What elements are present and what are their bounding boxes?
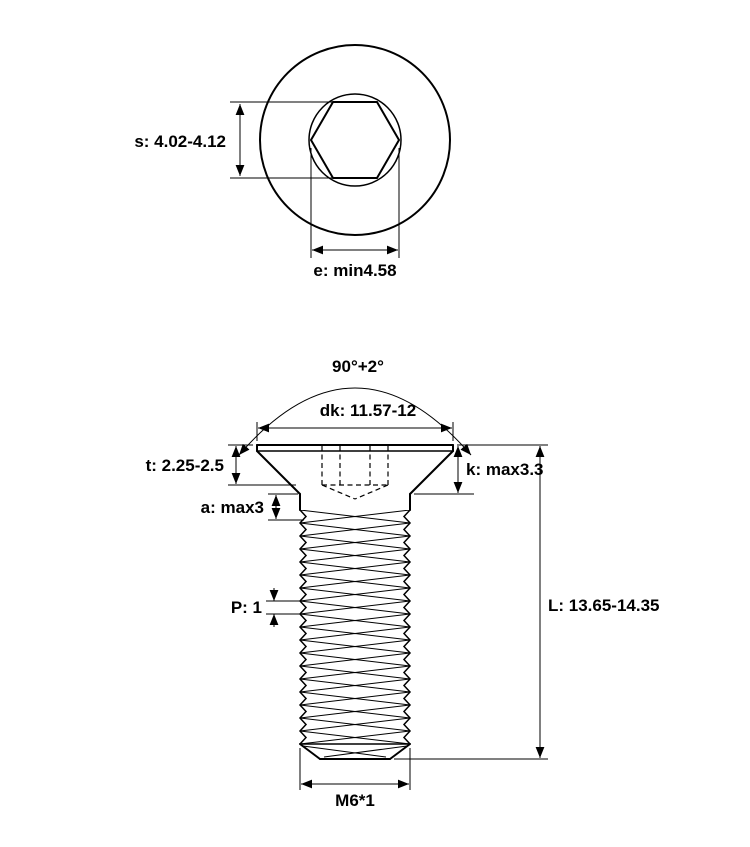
thread-designation-label: M6*1 [335,791,375,810]
l-dimension-label: L: 13.65-14.35 [548,596,660,615]
p-dimension-label: P: 1 [231,598,262,617]
side-view: 90°+2° dk: 11.57-12 t: 2.25-2.5 k: max3.… [146,357,660,810]
threaded-shank [298,509,412,760]
tip-thread-line [302,745,387,758]
thread-right-profile [402,509,412,745]
e-dimension-label: e: min4.58 [313,261,396,280]
top-view: s: 4.02-4.12 e: min4.58 [134,44,451,280]
countersink-right-edge [409,450,454,495]
l-dimension: L: 13.65-14.35 [394,444,660,760]
socket-drill-point [354,484,389,500]
hex-socket-hidden-lines [321,446,389,500]
angle-label: 90°+2° [332,357,384,376]
p-dimension: P: 1 [231,588,302,627]
a-dimension-label: a: max3 [201,498,264,517]
s-dimension-label: s: 4.02-4.12 [134,132,226,151]
thread-lattice [300,510,410,744]
e-dimension: e: min4.58 [310,148,400,280]
hex-socket-outline [309,101,401,179]
socket-drill-point [321,484,356,500]
dk-dimension-label: dk: 11.57-12 [320,401,416,420]
s-dimension: s: 4.02-4.12 [134,101,336,179]
a-dimension: a: max3 [201,493,304,521]
t-dimension: t: 2.25-2.5 [146,444,296,486]
head-outline-circle [259,44,451,236]
tip-thread-line [323,745,408,758]
countersink-left-edge [256,450,301,495]
thread-left-profile [298,509,308,745]
screw-head [256,444,454,511]
t-dimension-label: t: 2.25-2.5 [146,456,224,475]
dk-dimension: dk: 11.57-12 [256,401,454,441]
k-dimension-label: k: max3.3 [466,460,544,479]
k-dimension: k: max3.3 [414,446,544,495]
socket-chamfer-circle [308,93,402,187]
thread-designation-dimension: M6*1 [299,748,411,810]
